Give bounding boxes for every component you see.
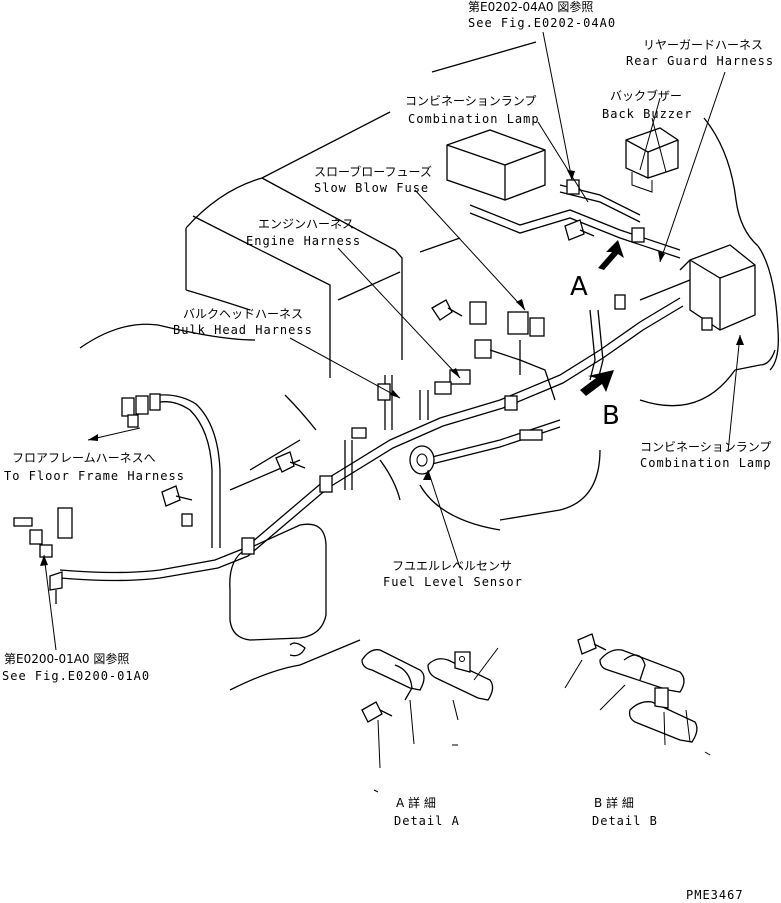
harness-clamps <box>181 179 713 555</box>
detail-a-jp: A 詳 細 <box>396 795 436 810</box>
slow-blow-fuse-jp: スローブローフューズ <box>314 164 432 179</box>
fuel-level-en: Fuel Level Sensor <box>383 575 523 589</box>
see-e0200-en: See Fig.E0200-01A0 <box>2 669 150 683</box>
fuel-level-sensor <box>409 445 435 475</box>
combination-lamp-right-box <box>639 244 756 331</box>
engine-harness-jp: エンジンハーネス <box>258 217 354 231</box>
combination-lamp-top-en: Combination Lamp <box>408 112 540 126</box>
rear-guard-jp: リヤーガードハーネス <box>643 38 763 52</box>
detail-b-drawing <box>564 633 711 756</box>
detail-b-jp: B 詳 細 <box>594 795 634 810</box>
view-arrows <box>580 240 624 396</box>
see-e0202-jp: 第E0202-04A0 図参照 <box>468 0 593 14</box>
back-buzzer-body <box>625 127 679 193</box>
back-buzzer-jp: バックブザー <box>610 88 682 103</box>
slow-blow-fuse-en: Slow Blow Fuse <box>314 181 429 195</box>
see-e0200-jp: 第E0200-01A0 図参照 <box>4 651 129 666</box>
detail-a-drawing <box>361 647 499 793</box>
detail-b-en: Detail B <box>592 814 658 828</box>
bulk-head-en: Bulk Head Harness <box>173 323 313 337</box>
detail-a-en: Detail A <box>394 814 460 828</box>
combination-lamp-right-jp: コンビネーションランプ <box>640 440 771 454</box>
engine-harness-en: Engine Harness <box>246 234 361 248</box>
floor-frame-jp: フロアフレームハーネスへ <box>12 451 156 465</box>
drawing-number: PME3467 <box>686 888 744 902</box>
callout-b: B <box>602 401 620 431</box>
slow-blow-fuse-cluster <box>434 301 556 401</box>
callout-a: A <box>570 272 588 302</box>
leader-lines <box>43 31 741 651</box>
floor-frame-en: To Floor Frame Harness <box>4 469 185 483</box>
fuel-tank-outline <box>229 523 327 641</box>
floor-frame-connectors <box>13 393 161 558</box>
back-buzzer-en: Back Buzzer <box>602 107 692 121</box>
combination-lamp-top-jp: コンビネーションランプ <box>405 94 536 108</box>
see-e0202-en: See Fig.E0202-04A0 <box>468 16 616 30</box>
bulk-head-jp: バルクヘッドハーネス <box>183 307 303 321</box>
machine-body-outline <box>79 41 779 691</box>
combination-lamp-right-en: Combination Lamp <box>640 456 772 470</box>
leader-arrowheads <box>40 170 744 566</box>
combination-lamp-top-box <box>446 129 546 201</box>
rear-guard-en: Rear Guard Harness <box>626 54 774 68</box>
fuel-level-jp: フユエルレベルセンサ <box>392 559 512 573</box>
bolts <box>49 219 595 604</box>
